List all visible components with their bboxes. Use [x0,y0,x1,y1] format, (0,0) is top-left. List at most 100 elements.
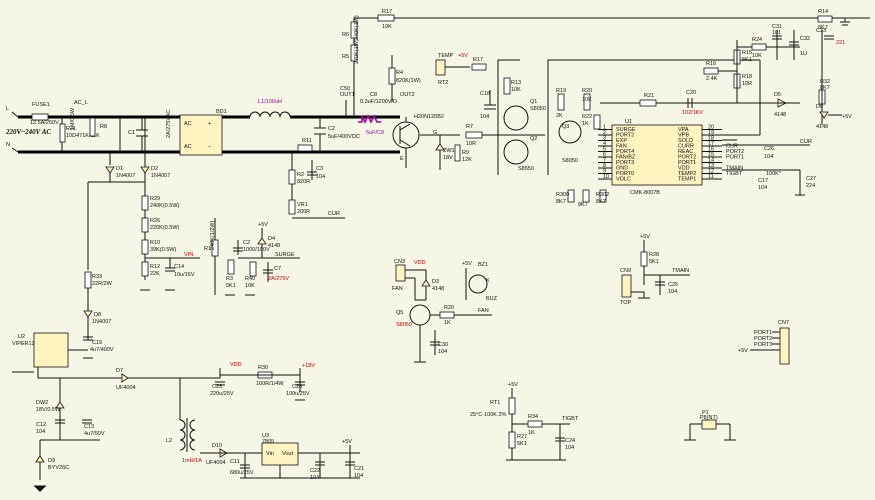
r6-ref: R6 [342,32,349,38]
d3-ref: D3 [432,279,439,285]
acl-label: AC_L [74,100,88,106]
r33-ref: R33 [92,274,102,280]
igbt-part: H20N120B2 [414,114,444,120]
r301-val: 8K7 [578,202,588,208]
r3-val: 5K1 [226,283,236,289]
svg-text:Vin: Vin [266,451,274,457]
p5v-top: +5V [640,234,650,240]
c23-ref: C23 [212,384,222,390]
c27-ref: C27 [806,176,816,182]
c11-ref: C11 [230,459,240,465]
zw1-val: 18V [443,155,453,161]
r10-val: 39K(0.5W) [150,247,176,253]
r28-ref: R28 [649,252,659,258]
r17top-ref: R17 [382,9,392,15]
u1-left-pin-label: GND [616,166,628,172]
r9-symbol [454,144,461,162]
r6-val: 240K(1W) [354,15,360,40]
vr1-val: 200R [297,209,310,215]
c17-ref: C17 [758,178,768,184]
d10-ref: D10 [212,443,222,449]
p1-connector [701,419,717,430]
temp-label: TEMP [438,53,454,59]
c20-ref: C20 [686,90,696,96]
r31-val: 100K* [766,171,782,177]
u1-left-pin-label: VOLC [616,177,631,183]
r300-val: 8K7 [556,199,566,205]
r22-val: 1K [582,121,589,127]
vdd1-net: VDD [414,260,426,266]
p1-ref: P1 [702,410,709,416]
c8-ref: C8 [370,92,377,98]
r19-val: 2K [556,113,563,119]
l2-val: 1mH/1A [182,458,202,464]
d3-val: 4148 [432,286,444,292]
c12-ref: C12 [36,422,46,428]
u1-left-pins: SURGE1PORT22EXP3FAN4PORT45FAN/BZ6PORT37G… [598,125,636,183]
r9-ref: R9 [462,150,469,156]
r34-symbol [527,420,543,428]
u1-left-pin-label: PORT0 [616,171,634,177]
r7-ref: R7 [466,124,473,130]
r301-symbol [582,189,590,203]
r20b-symbol [439,311,455,319]
cn9-top-connector [621,274,632,298]
c24-ref: C24 [565,438,575,444]
r34-ref: R34 [528,414,538,420]
r20b-val: 1K [444,320,451,326]
top-label: TOP [620,300,632,306]
d9-diode [35,455,45,463]
r302-symbol [599,189,607,203]
zw1-ref: ZW1 [443,148,455,154]
r19-symbol [557,93,565,111]
d2-ref: D2 [151,166,158,172]
dw2-zener [55,401,65,409]
c26-ref: C26 [292,384,302,390]
q1-type: S8050 [530,106,546,112]
r28-val: 5K1 [649,259,659,265]
c30-val: 104 [438,349,447,355]
r15-ref: R15 [742,50,752,56]
d10-val: UF4004 [206,460,226,466]
u1-right-pin-label: TEMP2 [678,171,696,177]
d5-val: 4148 [774,112,786,118]
cur-net-right: CUR [800,139,812,145]
u1-right-pin-label: VPA [678,127,689,133]
r16-ref: R16 [706,61,716,67]
r20b-ref: R20 [444,305,454,311]
c32-val: 1U [800,51,807,57]
u1-left-pin-label: PORT3 [616,160,634,166]
fan-label: FAN [392,286,403,292]
u1-right-pin-number: 16 [708,147,714,153]
c25-ref: C25 [668,282,678,288]
cur-net: CUR [328,211,340,217]
bd1-ref: BD1 [216,109,227,115]
r7-val: 10R [466,141,476,147]
r14-ref: R14 [818,9,828,15]
r300-symbol [567,189,575,203]
c23-val: 220u/25V [210,391,234,397]
rt1-val: 25°C-100K 2% [470,412,507,418]
vr1-ref: VR1 [297,202,308,208]
c26b-ref: C26 [764,146,774,152]
u2-viper12 [33,332,69,368]
c17-val: 104 [758,185,767,191]
r27-ref: R27 [517,434,527,440]
r40-val: 10K [245,283,255,289]
cn7-pin-label: PORT3 [754,342,772,348]
r33-symbol [84,271,92,289]
l1-inductor [249,111,291,118]
c3-ref: C3 [316,166,323,172]
r3-symbol [227,259,235,275]
r26-val: 220K(0.5W) [150,225,180,231]
d6-diode [819,111,829,119]
r20-ref: R20 [582,88,592,94]
r4-symbol [388,67,396,85]
u1-left-pin-number: 1 [603,125,606,131]
u1-controller-ic [611,124,703,186]
r13-symbol [503,77,511,95]
k-label: K [486,278,490,284]
r302-val: 8K7 [596,199,606,205]
